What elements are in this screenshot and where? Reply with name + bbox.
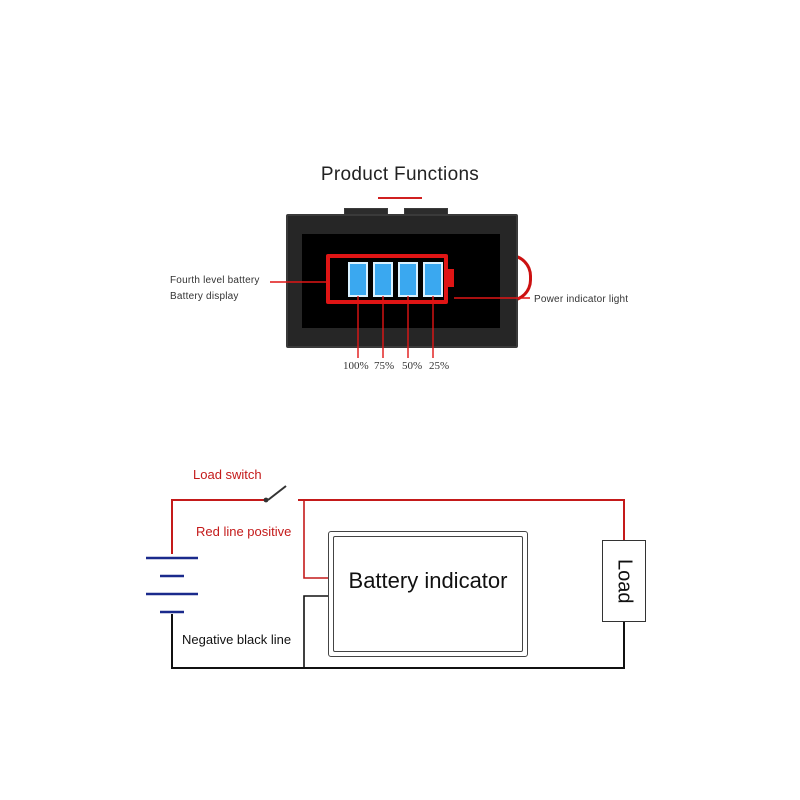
battery-terminal-icon xyxy=(448,269,454,287)
battery-indicator-box xyxy=(328,531,528,657)
level-label-75: 75% xyxy=(374,360,395,372)
battery-outline-icon xyxy=(326,254,448,304)
power-indicator-light-label: Power indicator light xyxy=(534,294,629,305)
fourth-level-battery-label: Fourth level battery xyxy=(170,275,260,286)
battery-display-label: Battery display xyxy=(170,291,239,302)
positive-wire-to-load xyxy=(298,499,625,540)
negative-wire-to-indicator xyxy=(303,595,328,668)
load-switch-label: Load switch xyxy=(193,467,262,482)
switch-contact-icon xyxy=(263,497,269,503)
battery-indicator-inner-frame xyxy=(333,536,523,652)
level-label-25: 25% xyxy=(429,360,450,372)
load-label: Load xyxy=(613,558,636,604)
level-label-50: 50% xyxy=(402,360,423,372)
switch-lever-icon xyxy=(267,485,287,501)
negative-black-line-label: Negative black line xyxy=(182,632,292,647)
positive-wire-battery-to-switch xyxy=(171,499,266,554)
load-box xyxy=(602,540,646,622)
red-line-positive-label: Red line positive xyxy=(196,524,292,539)
title-underline xyxy=(378,197,422,199)
positive-wire-to-indicator xyxy=(303,500,328,579)
battery-indicator-label: Battery indicator xyxy=(348,568,508,593)
level-label-100: 100% xyxy=(343,360,369,372)
negative-wire-battery-to-load xyxy=(171,614,625,669)
product-functions-title: Product Functions xyxy=(320,164,480,185)
